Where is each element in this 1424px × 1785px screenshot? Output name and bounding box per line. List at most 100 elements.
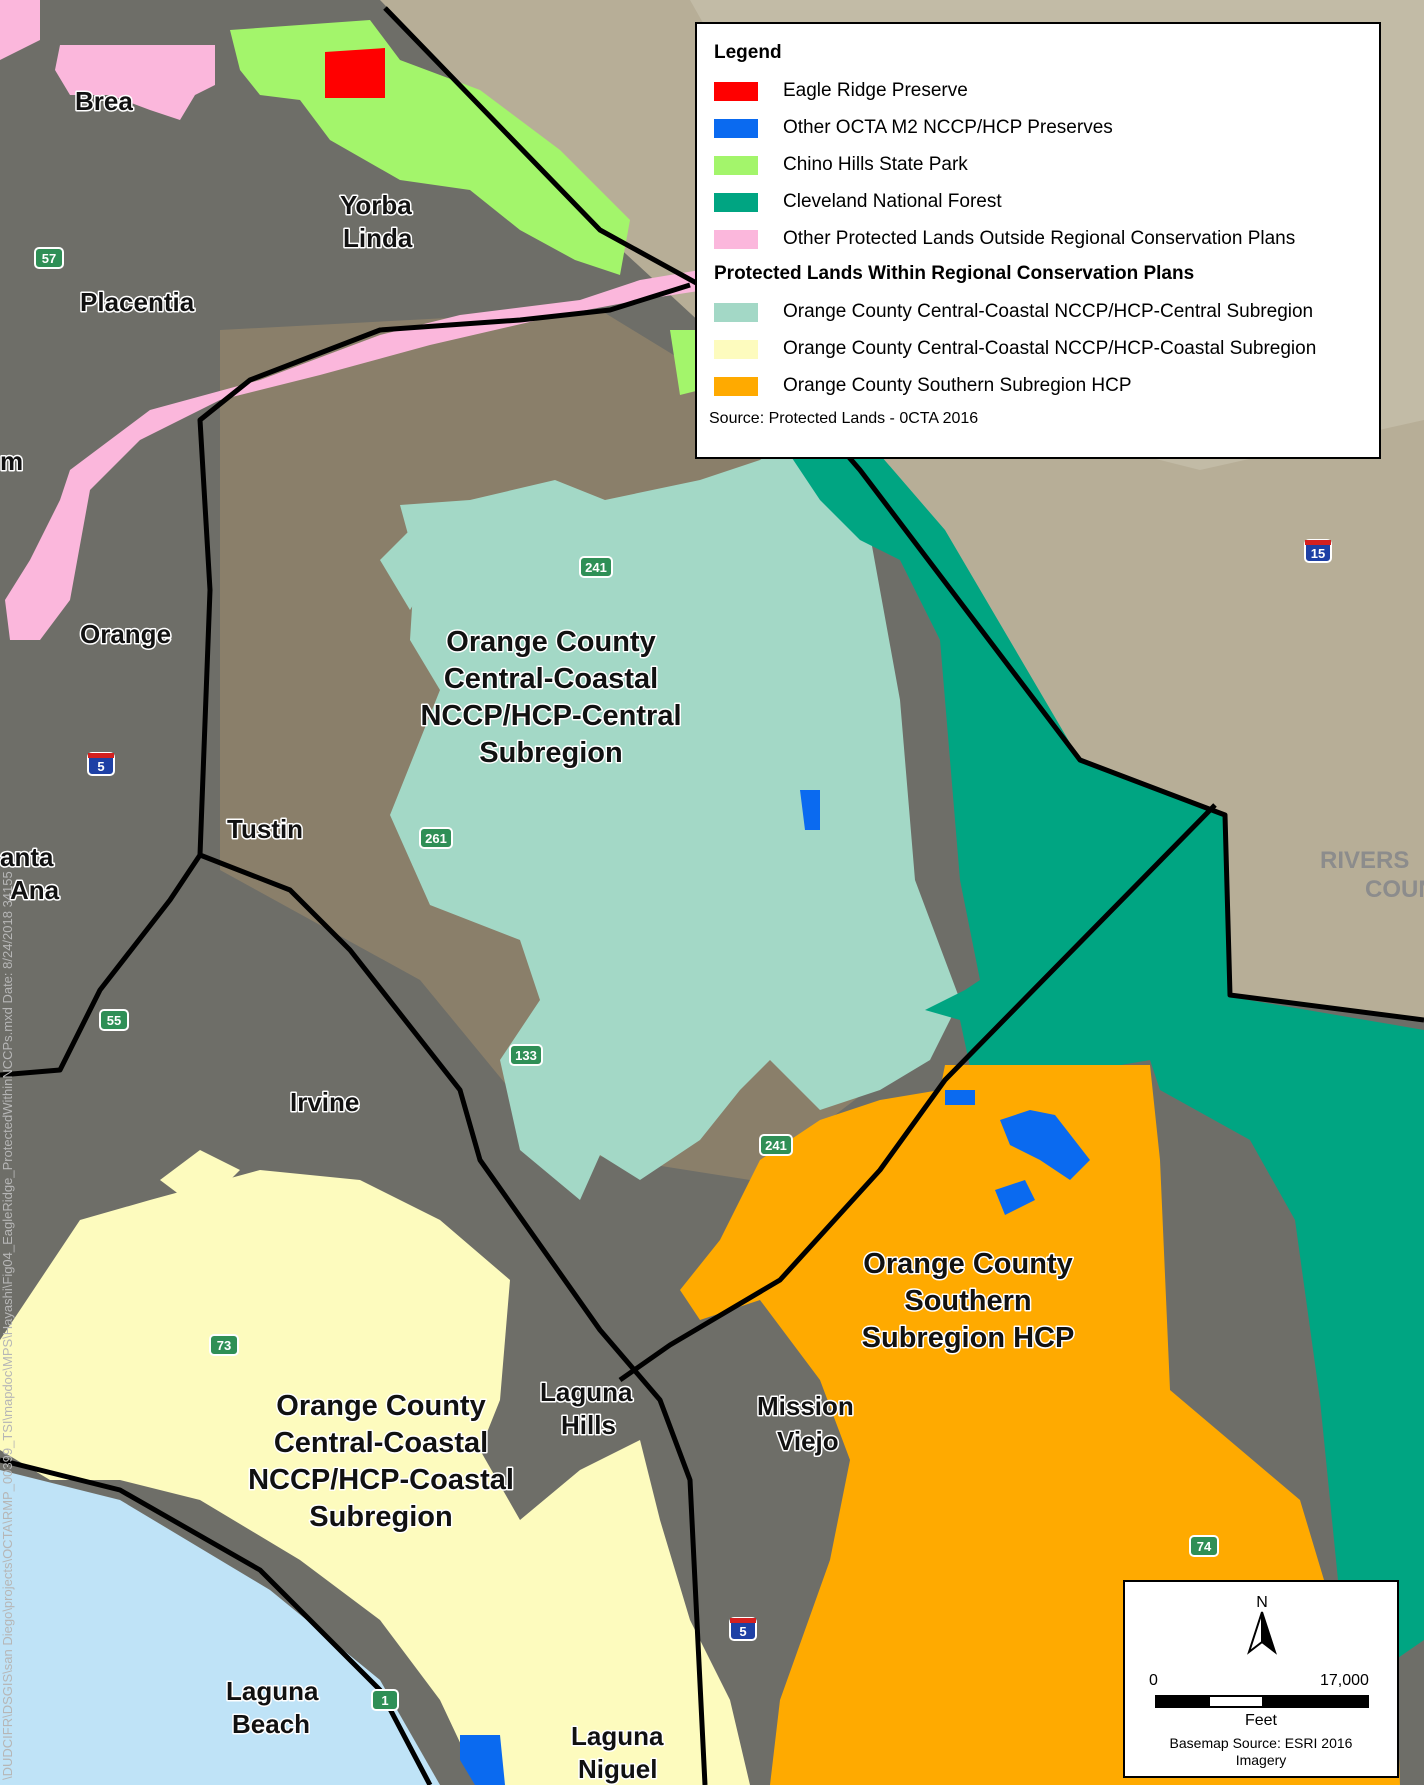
chino-hills-fragment xyxy=(670,330,700,395)
octa-preserve-1 xyxy=(800,790,820,830)
svg-text:74: 74 xyxy=(1197,1539,1212,1554)
svg-text:1: 1 xyxy=(381,1693,388,1708)
southern-region-line-3: Subregion HCP xyxy=(862,1322,1075,1354)
svg-text:5: 5 xyxy=(739,1624,746,1639)
central-southern-boundary xyxy=(618,803,1217,1383)
coastal-region-line-1: Orange County xyxy=(276,1390,485,1422)
legend-swatch xyxy=(714,192,758,212)
svg-text:55: 55 xyxy=(107,1013,121,1028)
legend-item-eagle-ridge: Eagle Ridge Preserve xyxy=(714,78,1379,104)
coastal-subregion-area xyxy=(0,1170,750,1785)
legend-item-chino-hills: Chino Hills State Park xyxy=(714,152,1379,178)
octa-preserve-2 xyxy=(945,1090,975,1105)
cleveland-national-forest xyxy=(780,420,1424,1660)
svg-text:73: 73 xyxy=(217,1338,231,1353)
central-subregion-fragment xyxy=(380,520,440,610)
other-protected-corner xyxy=(0,0,40,60)
coastal-region-line-4: Subregion xyxy=(309,1501,452,1533)
route-74-shield: 74 xyxy=(1189,1535,1219,1557)
svg-text:241: 241 xyxy=(765,1138,787,1153)
scale-bar xyxy=(1155,1695,1369,1708)
central-region-line-3: NCCP/HCP-Central xyxy=(420,700,681,732)
label-tustin: Tustin xyxy=(227,814,303,844)
coastline xyxy=(0,1457,433,1785)
label-mission-viejo-2: Viejo xyxy=(777,1426,839,1456)
eagle-ridge-preserve xyxy=(325,48,385,98)
legend-item-octa-preserves: Other OCTA M2 NCCP/HCP Preserves xyxy=(714,115,1379,141)
label-orange: Orange xyxy=(80,619,171,649)
legend-swatch xyxy=(714,118,758,138)
legend-label: Orange County Southern Subregion HCP xyxy=(783,375,1132,396)
legend-swatch xyxy=(714,155,758,175)
svg-text:261: 261 xyxy=(425,831,447,846)
legend-label: Other Protected Lands Outside Regional C… xyxy=(783,228,1296,249)
octa-preserve-4 xyxy=(995,1180,1035,1215)
label-yorba-linda-1: Yorba xyxy=(340,190,412,220)
central-region-line-1: Orange County xyxy=(446,626,655,658)
label-santa-ana-2: Ana xyxy=(10,875,60,905)
scale-max-label: 17,000 xyxy=(1320,1672,1369,1689)
legend-label: Other OCTA M2 NCCP/HCP Preserves xyxy=(783,117,1113,138)
label-brea: Brea xyxy=(75,86,133,116)
scale-box: N 0 17,000 Feet Basemap Source: ESRI 201… xyxy=(1123,1580,1399,1778)
route-57-shield: 57 xyxy=(34,247,64,269)
octa-preserve-5 xyxy=(460,1735,505,1785)
route-261-shield: 261 xyxy=(419,827,453,849)
label-laguna-beach-1: Laguna xyxy=(226,1676,319,1706)
scale-bar-segment xyxy=(1157,1697,1210,1706)
legend-swatch xyxy=(714,81,758,101)
legend-swatch xyxy=(714,376,758,396)
legend-swatch xyxy=(714,302,758,322)
county-line xyxy=(383,6,1424,1023)
svg-text:5: 5 xyxy=(97,759,104,774)
legend-source: Source: Protected Lands - 0CTA 2016 xyxy=(709,410,979,427)
legend-item-coastal-subregion: Orange County Central-Coastal NCCP/HCP-C… xyxy=(714,336,1379,362)
north-arrow-icon: N xyxy=(1247,1594,1277,1655)
label-irvine: Irvine xyxy=(290,1087,359,1117)
route-241-south-shield: 241 xyxy=(759,1134,793,1156)
central-coastal-boundary xyxy=(199,852,708,1785)
legend-item-other-protected: Other Protected Lands Outside Regional C… xyxy=(714,226,1379,252)
scale-unit: Feet xyxy=(1244,1712,1277,1729)
svg-text:133: 133 xyxy=(515,1048,537,1063)
label-yorba-linda-2: Linda xyxy=(343,223,413,253)
legend-label: Cleveland National Forest xyxy=(783,191,1002,212)
octa-preserve-3 xyxy=(1000,1110,1090,1180)
svg-text:241: 241 xyxy=(585,560,607,575)
label-laguna-hills-1: Laguna xyxy=(540,1377,633,1407)
label-laguna-beach-2: Beach xyxy=(232,1709,310,1739)
legend-panel: Legend Eagle Ridge Preserve Other OCTA M… xyxy=(695,22,1381,459)
subregion-boundaries xyxy=(0,6,1424,1785)
legend-item-cleveland-forest: Cleveland National Forest xyxy=(714,189,1379,215)
scale-bar-segment xyxy=(1262,1697,1367,1706)
legend-label: Orange County Central-Coastal NCCP/HCP-C… xyxy=(783,338,1317,359)
central-region-line-4: Subregion xyxy=(479,737,622,769)
legend-swatch xyxy=(714,229,758,249)
legend-subtitle: Protected Lands Within Regional Conserva… xyxy=(714,263,1195,284)
route-shields: 57 241 5 261 55 133 241 73 5 74 1 15 xyxy=(34,247,1332,1711)
southern-region-line-2: Southern xyxy=(904,1285,1031,1317)
route-241-shield: 241 xyxy=(579,556,613,578)
coastal-region-line-3: NCCP/HCP-Coastal xyxy=(248,1464,514,1496)
route-133-shield: 133 xyxy=(509,1044,543,1066)
interstate-15-shield: 15 xyxy=(1304,539,1332,563)
legend-label: Chino Hills State Park xyxy=(783,154,968,175)
central-subregion-area xyxy=(390,445,960,1200)
label-anaheim-fragment: m xyxy=(0,446,23,476)
label-laguna-niguel-2: Niguel xyxy=(578,1754,657,1784)
label-mission-viejo-1: Mission xyxy=(757,1391,854,1421)
coastal-region-line-2: Central-Coastal xyxy=(274,1427,488,1459)
coastal-fragment xyxy=(160,1150,240,1210)
label-laguna-hills-2: Hills xyxy=(561,1410,616,1440)
route-1-shield: 1 xyxy=(371,1689,399,1711)
svg-text:15: 15 xyxy=(1311,546,1325,561)
label-riverside-county-2: COUN xyxy=(1365,876,1424,903)
route-73-shield: 73 xyxy=(209,1334,239,1356)
pacific-ocean xyxy=(0,1470,440,1785)
legend-label: Orange County Central-Coastal NCCP/HCP-C… xyxy=(783,301,1314,322)
region-labels: Orange County Central-Coastal NCCP/HCP-C… xyxy=(247,625,1076,1535)
svg-text:N: N xyxy=(1256,1594,1268,1611)
svg-text:57: 57 xyxy=(42,251,56,266)
legend-label: Eagle Ridge Preserve xyxy=(783,80,968,101)
